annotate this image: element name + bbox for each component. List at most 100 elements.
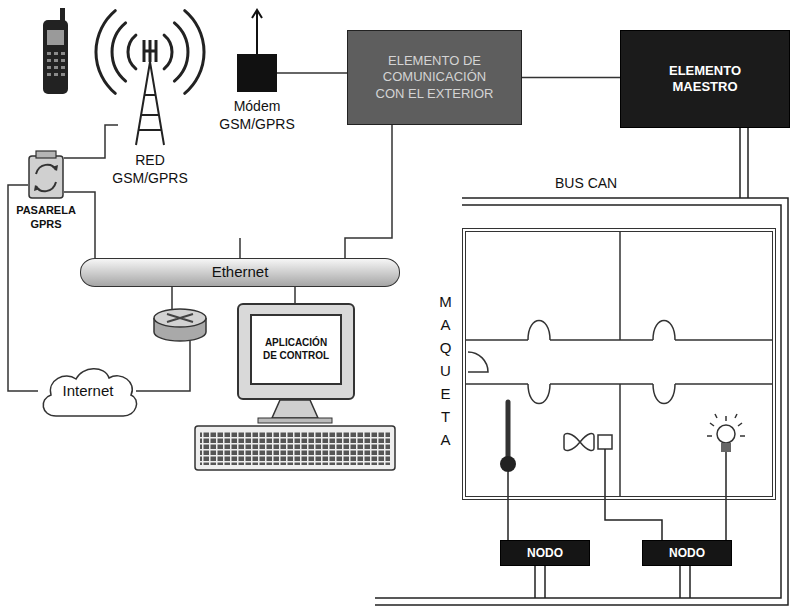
network-wire (239, 238, 241, 258)
node-text: NODO (669, 546, 705, 561)
mobile-phone (61, 66, 65, 69)
gateway-symbol (34, 185, 40, 191)
room-walls (466, 340, 772, 384)
can-bus-wire (740, 128, 748, 198)
door-symbol (468, 321, 675, 404)
connector (294, 287, 296, 303)
node-text: MAQUETA (438, 290, 453, 451)
mobile-phone (47, 59, 51, 62)
router-icon (154, 309, 206, 327)
lamp-symbol (707, 414, 745, 436)
connector (64, 125, 118, 158)
monitor-screen: APLICACIÓN DE CONTROL (250, 314, 342, 385)
modem-antenna (252, 10, 262, 54)
tower-mast (136, 40, 164, 145)
ethernet-bus: Ethernet (80, 258, 400, 287)
router-icon (154, 309, 206, 341)
gateway-symbol (36, 151, 56, 158)
fan-symbol (564, 434, 580, 451)
model-house: MAQUETA (462, 228, 776, 500)
door-symbol (653, 321, 675, 341)
mobile-phone (47, 52, 65, 76)
bus-label: BUS CAN (555, 175, 617, 193)
node-text: ELEMENTO DE COMUNICACIÓN CON EL EXTERIOR (373, 53, 497, 102)
thermometer-symbol (500, 402, 516, 472)
gateway-symbol (28, 150, 64, 200)
node-text: PASARELA GPRS (12, 204, 80, 232)
network-wire (136, 341, 190, 391)
sensor-wire (605, 449, 662, 540)
node-text: Internet (63, 382, 114, 401)
gateway-symbol (52, 165, 58, 171)
sensor-wire (507, 472, 509, 540)
internet-cloud: Internet (38, 362, 138, 420)
sensor-wire (725, 452, 727, 540)
can-bus-wire (680, 566, 690, 598)
can-bus-wire (375, 198, 788, 605)
connector (522, 77, 620, 79)
door-symbol (468, 352, 488, 372)
radio-waves (164, 35, 172, 69)
radio-waves (96, 11, 204, 94)
tower-mast (136, 62, 164, 145)
gateway-symbol (36, 182, 56, 191)
connector (277, 72, 347, 74)
mobile-phone (61, 52, 65, 55)
connector (64, 192, 95, 258)
radio-waves (185, 11, 204, 94)
door-symbol (528, 384, 550, 404)
mobile-phone (61, 59, 65, 62)
cloud-outline (43, 369, 136, 416)
radio-waves (128, 35, 136, 69)
node-box: NODO (642, 540, 732, 566)
modem-antenna (252, 10, 262, 54)
lamp-symbol (717, 425, 735, 443)
door-symbol (468, 321, 675, 404)
fan-symbol (564, 434, 612, 451)
radio-waves (174, 23, 188, 81)
mobile-phone (54, 66, 58, 69)
mobile-phone (47, 66, 51, 69)
mobile-phone (43, 20, 68, 94)
mobile-phone (54, 52, 58, 55)
thermometer-symbol (500, 456, 516, 472)
mobile-phone (47, 52, 51, 55)
connector (345, 125, 392, 258)
mobile-phone (43, 8, 68, 94)
node-text: ELEMENTO MAESTRO (655, 63, 755, 96)
node-text: APLICACIÓN DE CONTROL (260, 337, 332, 362)
radio-waves (112, 23, 126, 81)
node-text: Ethernet (212, 263, 269, 282)
router-icon (167, 314, 193, 322)
lamp-symbol (707, 414, 745, 452)
monitor-stand (272, 400, 318, 418)
communication-box: ELEMENTO DE COMUNICACIÓN CON EL EXTERIOR (347, 30, 522, 125)
thermometer-symbol (506, 402, 511, 458)
mobile-phone (61, 73, 65, 76)
control-monitor: APLICACIÓN DE CONTROL (237, 303, 355, 400)
sensor-wire (508, 449, 726, 540)
mobile-phone (47, 73, 51, 76)
master-box: ELEMENTO MAESTRO (620, 30, 790, 128)
door-symbol (653, 384, 675, 404)
mobile-phone (54, 59, 58, 62)
gateway-symbol (29, 156, 63, 198)
keyboard (200, 432, 390, 465)
fan-symbol (580, 434, 594, 451)
radio-waves (96, 11, 115, 94)
gateway-symbol (36, 165, 56, 174)
modem-box: Módem GSM/GPRS (237, 54, 277, 92)
can-bus-wire (375, 205, 781, 598)
network-tower: RED GSM/GPRS (118, 15, 182, 148)
node-box: NODO (500, 540, 590, 566)
can-bus-wire (535, 566, 545, 598)
room-walls (619, 232, 621, 496)
lamp-symbol (721, 443, 731, 452)
monitor-stand (258, 400, 332, 423)
tower-mast (144, 40, 156, 62)
mobile-phone (54, 73, 58, 76)
mobile-phone (47, 30, 64, 45)
door-symbol (528, 321, 550, 341)
